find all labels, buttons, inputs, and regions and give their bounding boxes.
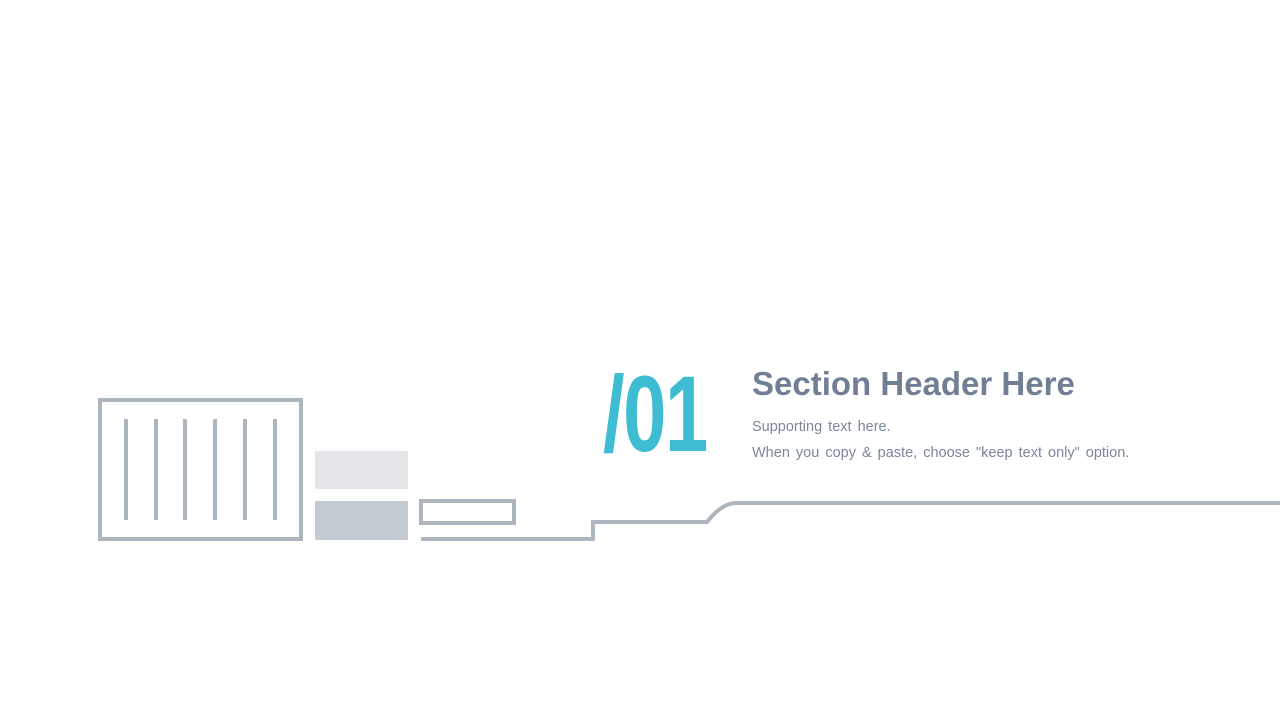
section-title: Section Header Here <box>752 365 1075 402</box>
block-mid <box>315 501 408 540</box>
supporting-text-line-1: Supporting text here. <box>752 419 891 435</box>
vertical-bars <box>124 419 277 520</box>
small-outline-rect <box>419 499 516 525</box>
supporting-text-line-2: When you copy & paste, choose "keep text… <box>752 445 1130 461</box>
baseline-path <box>421 501 1280 541</box>
block-light <box>315 451 408 489</box>
bar-frame <box>98 398 303 541</box>
section-number: /01 <box>603 353 708 474</box>
